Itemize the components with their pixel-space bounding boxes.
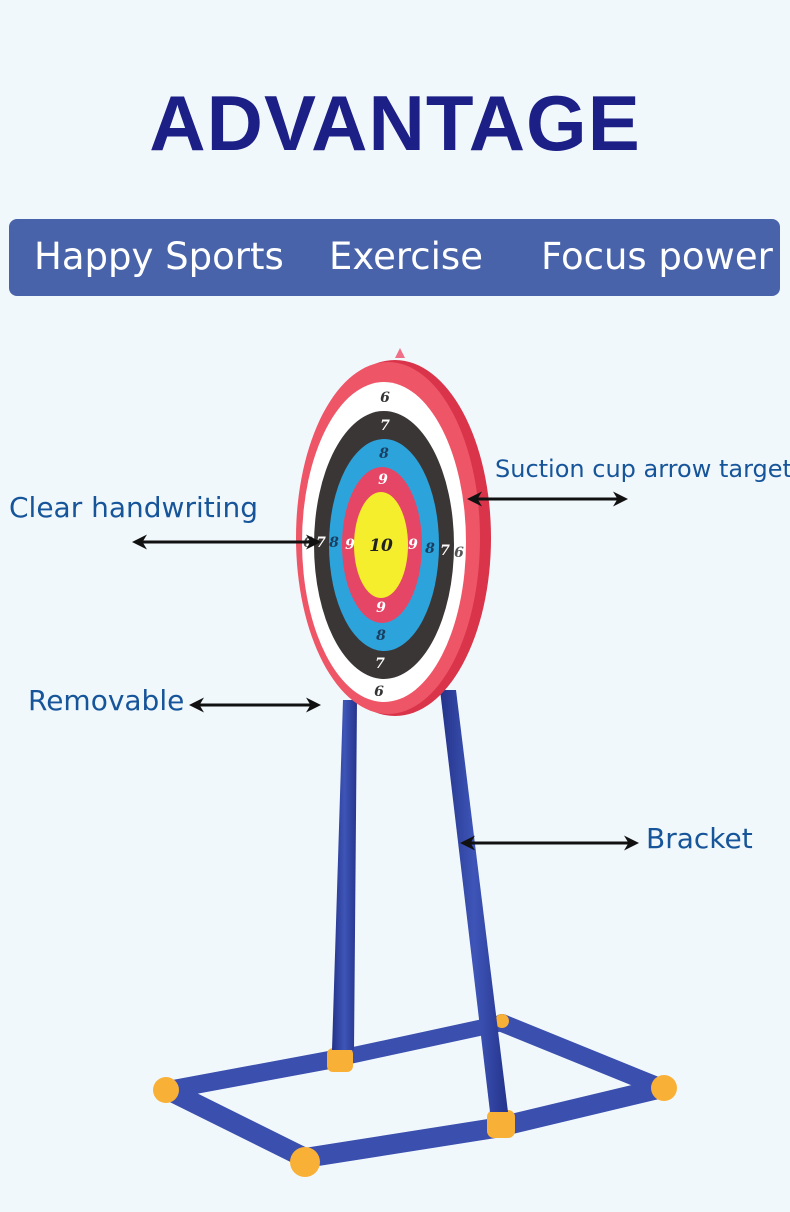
svg-text:9: 9 [408,537,418,553]
callout-arrows [132,491,639,851]
corner-joint [651,1075,677,1101]
corner-joint [290,1147,320,1177]
svg-text:10: 10 [369,536,393,556]
tee-joint [487,1110,515,1138]
svg-text:7: 7 [440,543,450,559]
svg-text:7: 7 [316,535,326,551]
right-leg [440,690,508,1112]
svg-text:8: 8 [425,541,435,557]
svg-text:9: 9 [378,472,388,488]
tee-joint [327,1048,353,1072]
svg-text:8: 8 [379,446,389,462]
corner-joint [495,1014,509,1028]
callout-removable: Removable [28,684,185,717]
archery-target: 6 7 8 9 10 9 9 8 8 7 7 6 6 9 8 7 6 [296,348,491,716]
feature-exercise: Exercise [329,235,483,278]
svg-text:8: 8 [376,628,386,644]
callout-bracket: Bracket [646,822,753,855]
svg-text:6: 6 [380,390,390,406]
feature-banner: Happy Sports Exercise Focus power [9,219,780,296]
callout-suction-cup: Suction cup arrow target [495,455,790,483]
svg-text:7: 7 [380,418,390,434]
svg-text:6: 6 [454,545,464,561]
feature-happy-sports: Happy Sports [34,235,284,278]
corner-joint [153,1077,179,1103]
feature-focus-power: Focus power [541,235,773,278]
svg-text:8: 8 [329,535,339,551]
stand-base [153,1014,677,1177]
page-title: ADVANTAGE [149,79,641,167]
callout-clear-handwriting: Clear handwriting [9,491,259,524]
svg-text:9: 9 [345,537,355,553]
svg-text:7: 7 [375,656,385,672]
svg-text:9: 9 [376,600,386,616]
svg-text:6: 6 [374,684,384,700]
left-leg [332,700,357,1050]
